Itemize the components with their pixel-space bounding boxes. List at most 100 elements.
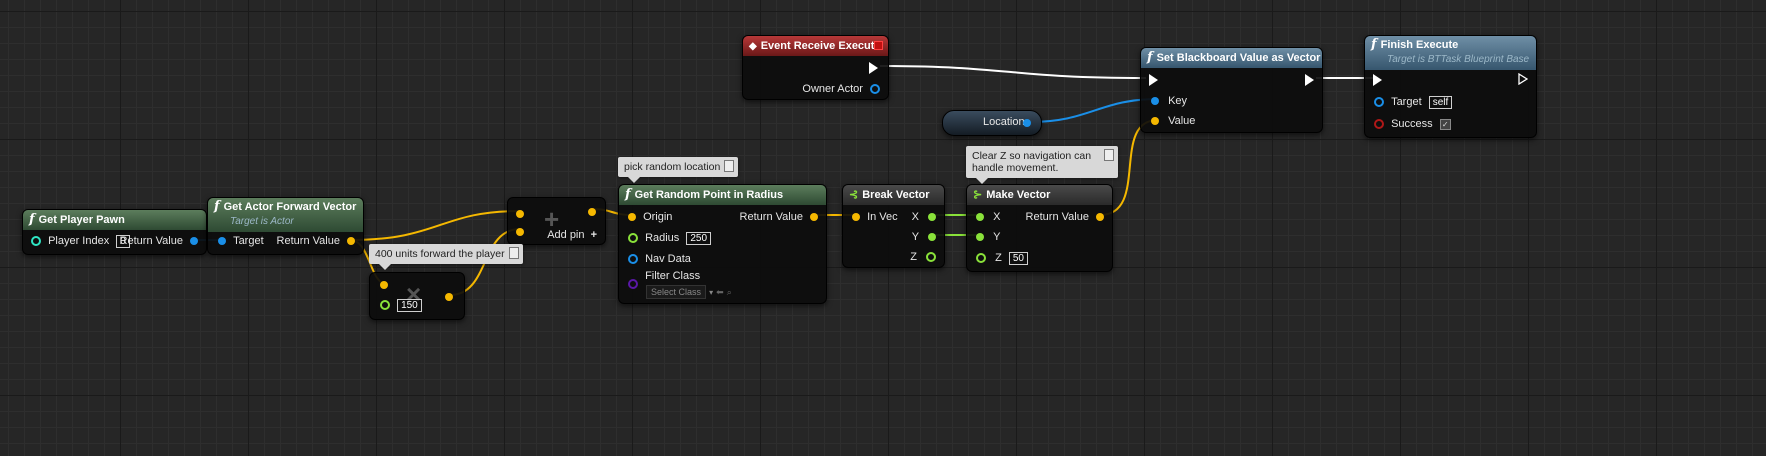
vector-pin[interactable] xyxy=(588,208,596,217)
int-pin[interactable] xyxy=(31,236,41,247)
exec-in-pin[interactable] xyxy=(1149,74,1158,87)
object-pin[interactable] xyxy=(1151,97,1159,106)
event-receive-execute-node[interactable]: ◆Event Receive Execute Owner Actor xyxy=(742,35,889,100)
float-pin[interactable] xyxy=(976,213,984,222)
exec-in-row xyxy=(1149,73,1158,87)
add-node[interactable]: + Add pin + xyxy=(507,197,606,245)
comment-bubble[interactable]: Clear Z so navigation can handle movemen… xyxy=(966,146,1118,184)
vector-pin[interactable] xyxy=(516,210,524,219)
target-self-input[interactable]: self xyxy=(1428,96,1453,109)
make-vector-node[interactable]: ⊱Make Vector X Return Value Y Z 50 xyxy=(966,184,1113,272)
object-pin[interactable] xyxy=(1023,119,1031,127)
pin-label: Nav Data xyxy=(645,253,691,265)
function-icon: f xyxy=(625,187,631,202)
player-index-row: Player Index 0 xyxy=(31,234,130,248)
filter-class-select-row: Select Class ▾ ⬅ ⌕ xyxy=(646,285,732,300)
object-pin[interactable] xyxy=(218,237,226,246)
owner-actor-row: Owner Actor xyxy=(802,82,880,96)
location-variable-node[interactable]: Location xyxy=(942,110,1042,136)
vector-pin[interactable] xyxy=(380,281,388,290)
exec-out-pin[interactable] xyxy=(869,62,878,75)
object-pin[interactable] xyxy=(628,254,638,265)
make-struct-icon: ⊱ xyxy=(973,189,983,201)
comment-bubble-icon[interactable] xyxy=(1104,149,1114,161)
comment-bubble[interactable]: pick random location xyxy=(618,157,739,183)
success-row: Success ✓ xyxy=(1374,117,1451,131)
return-row: Return Value xyxy=(277,234,355,248)
value-row: Value xyxy=(1151,114,1195,128)
multiply-glyph: × xyxy=(406,279,422,309)
node-title: Get Player Pawn xyxy=(38,214,125,226)
float-pin[interactable] xyxy=(380,300,390,311)
vector-pin[interactable] xyxy=(852,213,860,222)
filter-class-select[interactable]: Select Class xyxy=(646,285,707,299)
exec-in-pin[interactable] xyxy=(1373,74,1382,87)
filter-class-row: Filter Class xyxy=(628,270,700,289)
multiply-value-input[interactable]: 150 xyxy=(397,299,422,312)
vector-pin[interactable] xyxy=(810,213,818,222)
vector-pin[interactable] xyxy=(516,228,524,237)
comment-text: Clear Z so navigation can handle movemen… xyxy=(972,150,1092,174)
add-pin-button[interactable]: Add pin + xyxy=(547,228,597,242)
radius-input[interactable]: 250 xyxy=(686,232,712,245)
vector-pin[interactable] xyxy=(628,213,636,222)
bool-pin[interactable] xyxy=(1374,119,1384,130)
vector-pin[interactable] xyxy=(445,293,453,302)
object-wire xyxy=(1029,98,1159,123)
pin-label: Value xyxy=(1168,115,1196,127)
success-checkbox[interactable]: ✓ xyxy=(1439,118,1451,130)
node-header: ◆Event Receive Execute xyxy=(743,36,888,56)
pin-label: Z xyxy=(910,251,917,263)
object-pin[interactable] xyxy=(190,237,198,246)
vector-in-row xyxy=(380,278,388,292)
z-value-input[interactable]: 50 xyxy=(1008,252,1028,265)
break-vector-node[interactable]: ⊰Break Vector In Vec X Y Z xyxy=(842,184,945,268)
browse-magnifier-icon[interactable]: ⌕ xyxy=(726,287,732,297)
use-selected-arrow-icon[interactable]: ⬅ xyxy=(716,287,724,297)
float-pin[interactable] xyxy=(628,233,638,244)
float-pin[interactable] xyxy=(976,233,984,242)
pin-label: Return Value xyxy=(739,211,803,223)
float-pin[interactable] xyxy=(928,213,936,222)
exec-out-pin[interactable] xyxy=(1518,72,1529,86)
float-pin[interactable] xyxy=(928,233,936,242)
pin-label: Z xyxy=(995,252,1002,264)
player-index-input[interactable]: 0 xyxy=(116,235,130,248)
comment-bubble[interactable]: 400 units forward the player xyxy=(369,244,523,270)
comment-bubble-icon[interactable] xyxy=(724,160,735,172)
node-title: Finish Execute xyxy=(1380,39,1459,51)
comment-bubble-icon[interactable] xyxy=(508,247,519,259)
object-pin[interactable] xyxy=(1374,97,1384,108)
pin-label: Y xyxy=(993,231,1001,243)
exec-out-row xyxy=(1305,73,1314,87)
z-in-row: Z 50 xyxy=(976,251,1028,265)
exec-in-row xyxy=(1373,73,1382,87)
float-pin[interactable] xyxy=(976,253,986,264)
target-row: Target self xyxy=(1374,95,1453,109)
exec-out-pin[interactable] xyxy=(1305,74,1314,87)
y-out-row: Y xyxy=(912,230,936,244)
pin-label: Key xyxy=(1168,95,1188,107)
multiply-node[interactable]: × 150 xyxy=(369,272,465,320)
add-pin-label: Add pin xyxy=(547,229,585,241)
node-title: Make Vector xyxy=(986,189,1051,201)
pin-label: X xyxy=(993,211,1001,223)
vector-out-row xyxy=(588,205,596,219)
vector-pin[interactable] xyxy=(1096,213,1104,222)
event-diamond-icon: ◆ xyxy=(749,41,757,52)
vector-pin[interactable] xyxy=(1151,117,1159,126)
object-pin[interactable] xyxy=(870,84,880,95)
pin-label: Target xyxy=(1391,96,1422,108)
vector-pin[interactable] xyxy=(347,237,355,246)
node-title: Event Receive Execute xyxy=(760,40,881,52)
float-pin[interactable] xyxy=(926,252,936,263)
delegate-square-icon[interactable] xyxy=(874,41,883,50)
class-pin[interactable] xyxy=(628,279,638,289)
x-in-row: X xyxy=(976,210,1000,224)
